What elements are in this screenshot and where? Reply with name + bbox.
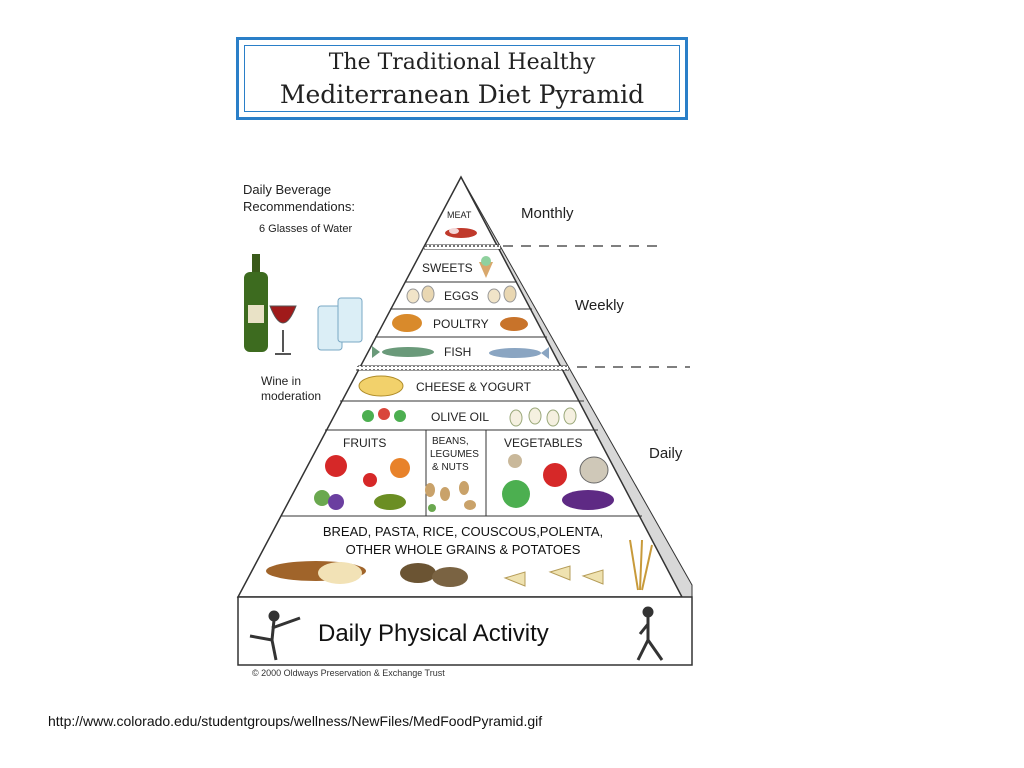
tier-cheese-label: CHEESE & YOGURT <box>416 380 531 394</box>
beverage-heading-2: Recommendations: <box>243 199 355 214</box>
wine-label-1: Wine in <box>261 374 302 388</box>
walker-figure-icon <box>636 606 664 661</box>
frequency-daily: Daily <box>649 445 683 462</box>
olives-icon <box>362 408 406 422</box>
cheese-icon <box>358 375 404 397</box>
wine-bottle-icon <box>244 254 268 352</box>
ice-cream-icon <box>479 256 493 278</box>
tier-grains-label-2: OTHER WHOLE GRAINS & POTATOES <box>345 542 581 557</box>
eggs-icon <box>406 285 517 304</box>
tier-eggs-label: EGGS <box>444 289 479 303</box>
title-line-2: Mediterranean Diet Pyramid <box>279 80 645 109</box>
fish-icon <box>372 346 549 359</box>
source-url: http://www.colorado.edu/studentgroups/we… <box>48 713 543 729</box>
fruits-icon <box>314 455 410 510</box>
frequency-monthly: Monthly <box>521 205 574 222</box>
tier-beans-label-3: & NUTS <box>432 462 469 473</box>
activity-box <box>237 596 693 666</box>
tier-olive-oil-label: OLIVE OIL <box>431 410 490 424</box>
tier-beans-label-1: BEANS, <box>432 436 469 447</box>
bread-icon <box>266 561 366 584</box>
tier-poultry-label: POULTRY <box>433 317 489 331</box>
tier-fruits-label: FRUITS <box>343 436 387 450</box>
water-glasses-icon <box>317 297 363 351</box>
poultry-icon <box>392 314 528 332</box>
water-recommendation: 6 Glasses of Water <box>259 223 353 235</box>
activity-label: Daily Physical Activity <box>318 620 549 647</box>
tier-fish-label: FISH <box>444 345 472 359</box>
garlic-icon <box>509 407 577 427</box>
vegetables-icon <box>502 454 614 510</box>
frequency-weekly: Weekly <box>575 297 624 314</box>
title-inner-border <box>244 45 680 112</box>
tier-meat-label: MEAT <box>447 210 472 220</box>
wine-glass-icon <box>269 305 297 355</box>
potatoes-icon <box>400 563 468 587</box>
title-line-1: The Traditional Healthy <box>328 50 596 75</box>
tier-grains-label-1: BREAD, PASTA, RICE, COUSCOUS,POLENTA, <box>322 524 604 539</box>
wine-label-2: moderation <box>261 389 322 403</box>
beverage-heading-1: Daily Beverage <box>243 182 332 197</box>
tier-vegetables-label: VEGETABLES <box>504 436 583 450</box>
pasta-icon <box>503 565 604 587</box>
beans-icon <box>425 481 476 512</box>
wheat-icon <box>629 539 653 591</box>
copyright-notice: © 2000 Oldways Preservation & Exchange T… <box>252 668 445 678</box>
tier-sweets-label: SWEETS <box>422 261 473 275</box>
dancer-figure-icon <box>249 610 301 661</box>
tier-beans-label-2: LEGUMES <box>430 449 479 460</box>
meat-icon <box>445 228 477 238</box>
title-box: The Traditional Healthy Mediterranean Di… <box>236 37 688 120</box>
